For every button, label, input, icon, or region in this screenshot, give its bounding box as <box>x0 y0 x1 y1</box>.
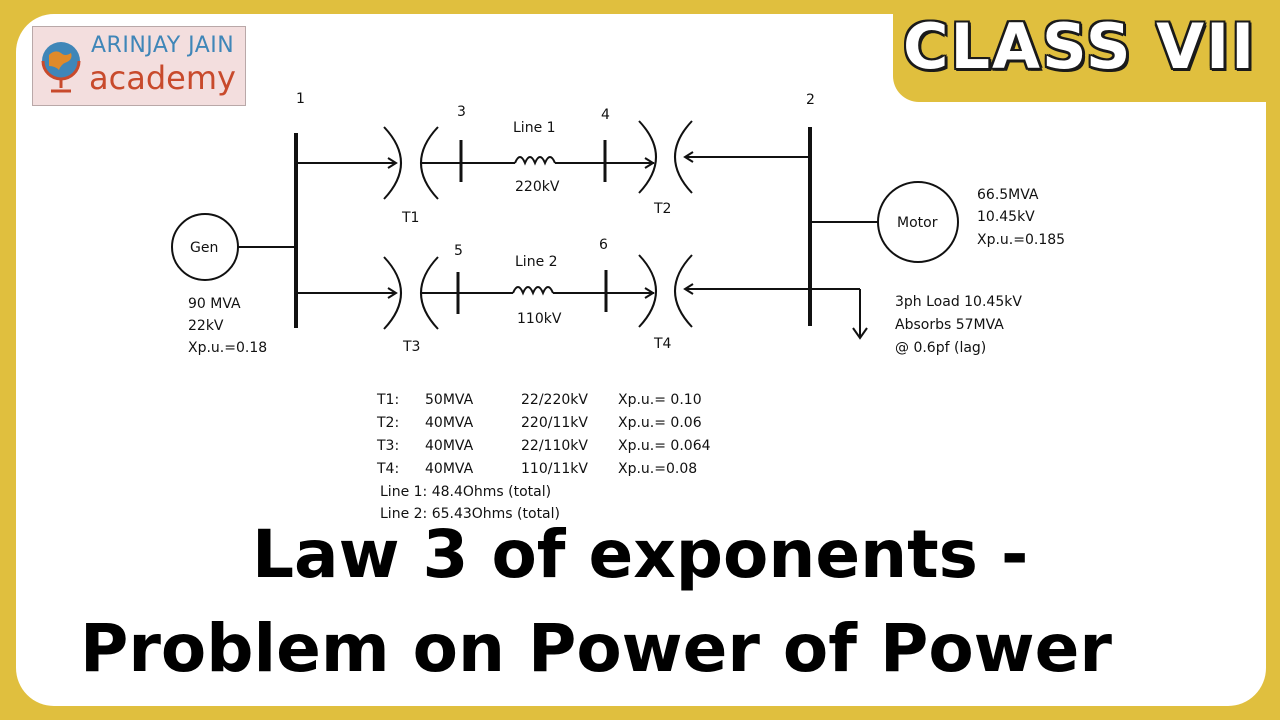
transformer-spec-table: T1: 50MVA 22/220kV Xp.u.= 0.10 T2: 40MVA… <box>376 392 711 522</box>
spec-t3-name: T3: <box>376 438 399 454</box>
line-1-voltage: 220kV <box>515 179 560 195</box>
spec-line-2: Line 2: 65.43Ohms (total) <box>380 506 560 522</box>
line-1-name: Line 1 <box>513 120 556 136</box>
spec-t1-mva: 50MVA <box>425 392 474 408</box>
spec-t4-x: Xp.u.=0.08 <box>618 461 697 477</box>
line-2-voltage: 110kV <box>517 311 562 327</box>
load-spec-3: @ 0.6pf (lag) <box>895 340 986 356</box>
logo-text-line2: academy <box>89 59 236 97</box>
line-2-name: Line 2 <box>515 254 558 270</box>
bus-label-3: 3 <box>457 104 466 120</box>
spec-line-1: Line 1: 48.4Ohms (total) <box>380 484 551 500</box>
t1-winding-primary <box>383 126 402 200</box>
load-spec-2: Absorbs 57MVA <box>895 317 1004 333</box>
line-2-inductor <box>512 286 554 296</box>
t4-winding-primary <box>638 254 657 328</box>
t2-label: T2 <box>653 201 671 217</box>
bus-label-2: 2 <box>806 92 815 108</box>
load-spec-1: 3ph Load 10.45kV <box>895 294 1022 310</box>
video-title-line1: Law 3 of exponents - <box>252 516 1029 593</box>
t4-winding-secondary <box>674 254 693 328</box>
t2-winding-secondary <box>674 120 693 194</box>
spec-t1-name: T1: <box>376 392 399 408</box>
logo-text-line1: ARINJAY JAIN <box>91 33 235 58</box>
bus-label-6: 6 <box>599 237 608 253</box>
bus-label-5: 5 <box>454 243 463 259</box>
spec-t1-ratio: 22/220kV <box>521 392 588 408</box>
spec-t3-mva: 40MVA <box>425 438 474 454</box>
spec-t3-x: Xp.u.= 0.064 <box>618 438 711 454</box>
spec-t3-ratio: 22/110kV <box>521 438 588 454</box>
t2-winding-primary <box>638 120 657 194</box>
t3-label: T3 <box>402 339 420 355</box>
line-1-inductor <box>514 156 556 166</box>
generator-spec-mva: 90 MVA <box>188 296 241 312</box>
content-panel <box>16 14 1266 706</box>
class-badge-tab <box>893 0 1280 102</box>
generator-label: Gen <box>190 240 218 256</box>
spec-t4-name: T4: <box>376 461 399 477</box>
motor-symbol <box>877 181 959 263</box>
spec-t1-x: Xp.u.= 0.10 <box>618 392 702 408</box>
spec-t2-mva: 40MVA <box>425 415 474 431</box>
t3-winding-primary <box>383 256 402 330</box>
motor-spec-kv: 10.45kV <box>977 209 1035 225</box>
class-badge: CLASS VII <box>903 10 1257 83</box>
t4-label: T4 <box>653 336 672 352</box>
t1-label: T1 <box>401 210 419 226</box>
generator-spec-kv: 22kV <box>188 318 224 334</box>
motor-spec-mva: 66.5MVA <box>977 187 1039 203</box>
motor-label: Motor <box>897 215 938 231</box>
spec-t4-mva: 40MVA <box>425 461 474 477</box>
bus-label-1: 1 <box>296 91 305 107</box>
generator-spec-x: Xp.u.=0.18 <box>188 340 267 356</box>
motor-spec-x: Xp.u.=0.185 <box>977 232 1065 248</box>
spec-t4-ratio: 110/11kV <box>521 461 588 477</box>
spec-t2-ratio: 220/11kV <box>521 415 588 431</box>
globe-icon <box>41 42 81 93</box>
spec-t2-x: Xp.u.= 0.06 <box>618 415 702 431</box>
academy-logo: ARINJAY JAIN academy <box>32 26 246 106</box>
spec-t2-name: T2: <box>376 415 399 431</box>
bus-label-4: 4 <box>601 107 610 123</box>
video-title-line2: Problem on Power of Power <box>80 610 1112 687</box>
